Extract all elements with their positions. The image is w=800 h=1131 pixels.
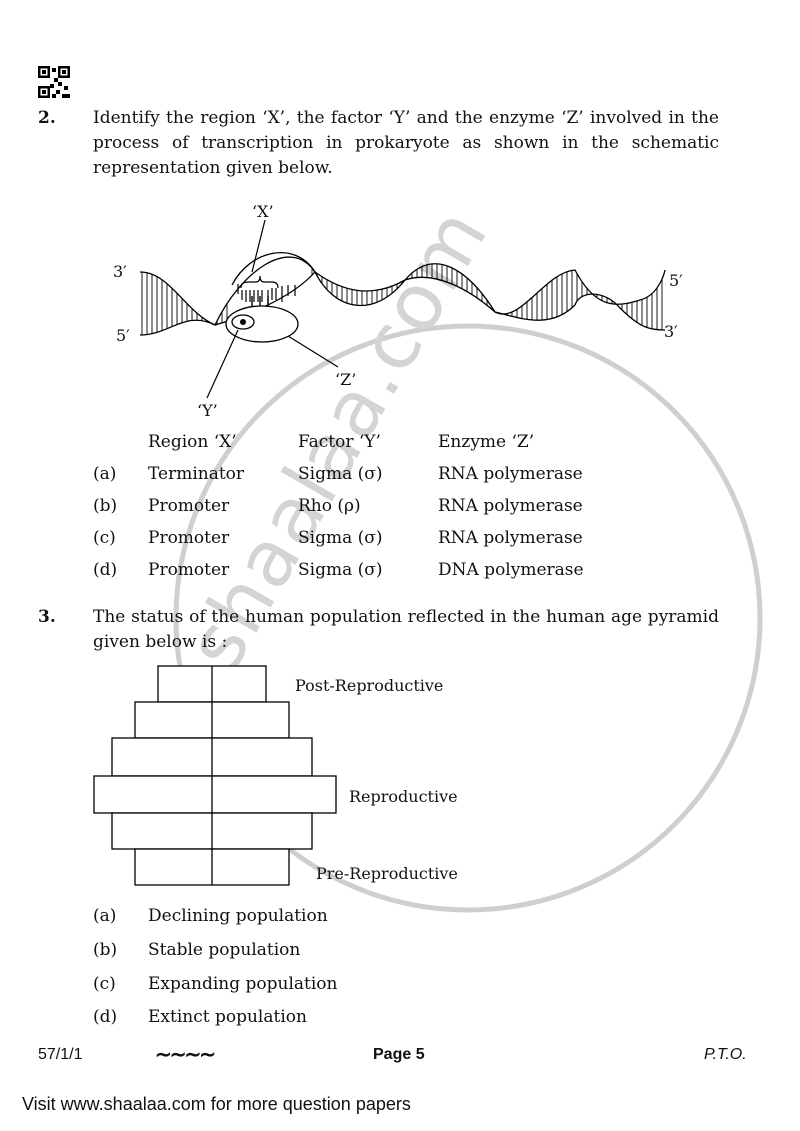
pyramid-bar <box>93 775 337 814</box>
q3-option-key: (d) <box>93 1007 118 1027</box>
question-3-text: The status of the human population refle… <box>93 607 719 652</box>
label-factor-y: ‘Y’ <box>197 401 218 420</box>
label-post-reproductive: Post-Reproductive <box>295 676 444 695</box>
wave-symbol: ∼∼∼∼ <box>155 1044 216 1066</box>
q2-option-factor: Sigma (σ) <box>298 560 383 580</box>
q2-option-factor: Sigma (σ) <box>298 528 383 548</box>
q2-option-enzyme: DNA polymerase <box>438 560 584 580</box>
visit-link[interactable]: Visit www.shaalaa.com for more question … <box>22 1094 411 1114</box>
q3-option-text: Stable population <box>148 940 301 960</box>
label-right-3prime: 3′ <box>664 322 678 341</box>
q2-option-key: (d) <box>93 560 118 580</box>
q3-option-key: (b) <box>93 940 118 960</box>
label-enzyme-z: ‘Z’ <box>335 370 357 389</box>
pto-text: P.T.O. <box>704 1046 747 1063</box>
paper-code: 57/1/1 <box>38 1046 83 1063</box>
q2-option-key: (b) <box>93 496 118 516</box>
q2-option-factor: Sigma (σ) <box>298 464 383 484</box>
label-reproductive: Reproductive <box>349 787 458 806</box>
q3-option-key: (c) <box>93 974 116 994</box>
label-left-3prime: 3′ <box>113 262 127 281</box>
q3-option-text: Extinct population <box>148 1007 307 1027</box>
header-enzyme: Enzyme ‘Z’ <box>438 432 535 452</box>
label-pre-reproductive: Pre-Reproductive <box>316 864 458 883</box>
q2-option-region: Promoter <box>148 560 230 580</box>
q2-option-key: (a) <box>93 464 117 484</box>
qr-code-icon <box>38 66 70 98</box>
q3-option-key: (a) <box>93 906 117 926</box>
q2-option-key: (c) <box>93 528 116 548</box>
q3-option-text: Expanding population <box>148 974 338 994</box>
header-region: Region ‘X’ <box>148 432 237 452</box>
label-region-x: ‘X’ <box>252 202 274 221</box>
q2-option-enzyme: RNA polymerase <box>438 464 583 484</box>
question-2-text: Identify the region ‘X’, the factor ‘Y’ … <box>93 108 719 178</box>
label-left-5prime: 5′ <box>116 326 130 345</box>
age-pyramid-diagram <box>93 665 337 886</box>
label-right-5prime: 5′ <box>669 271 683 290</box>
q2-option-enzyme: RNA polymerase <box>438 528 583 548</box>
q2-option-enzyme: RNA polymerase <box>438 496 583 516</box>
question-2-number: 2. <box>38 108 56 128</box>
question-3-number: 3. <box>38 607 56 627</box>
q2-option-factor: Rho (ρ) <box>298 496 361 516</box>
q2-option-region: Promoter <box>148 496 230 516</box>
q2-option-region: Terminator <box>148 464 245 484</box>
header-factor: Factor ‘Y’ <box>298 432 381 452</box>
transcription-diagram <box>139 219 666 399</box>
q3-option-text: Declining population <box>148 906 328 926</box>
q2-option-region: Promoter <box>148 528 230 548</box>
page-number: Page 5 <box>373 1046 425 1063</box>
